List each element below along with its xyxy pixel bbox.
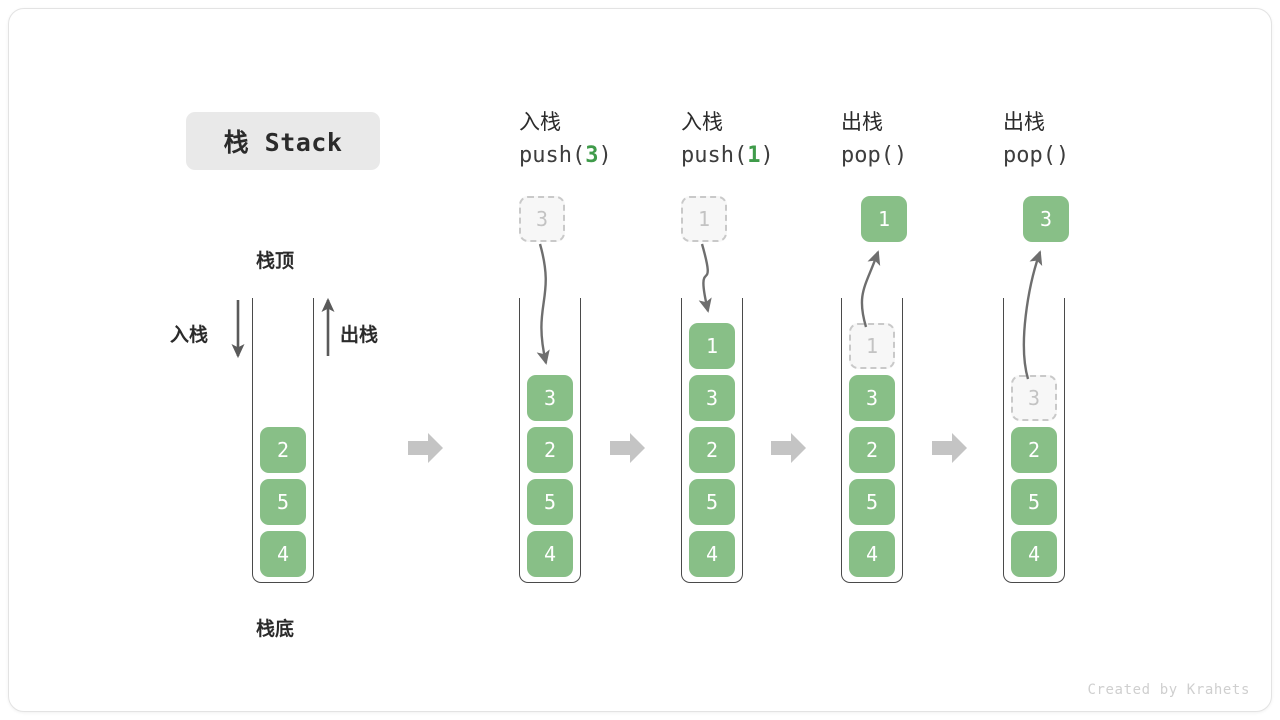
stack-block: 3 — [689, 375, 735, 421]
stack-pop-3 — [1003, 298, 1065, 583]
popped-block-pop-3: 3 — [1023, 196, 1069, 242]
stack-block: 2 — [527, 427, 573, 473]
stack-block: 4 — [849, 531, 895, 577]
label-pop-side: 出栈 — [340, 324, 379, 346]
watermark: Created by Krahets — [1087, 682, 1250, 698]
label-stack-top: 栈顶 — [256, 250, 295, 272]
step-header-cn: 入栈 — [681, 110, 723, 134]
step-header-pop-3: 出栈 pop() — [1003, 107, 1069, 172]
stack-block: 4 — [689, 531, 735, 577]
stack-push-1 — [681, 298, 743, 583]
stack-initial — [252, 298, 314, 583]
step-header-pop-1: 出栈 pop() — [841, 107, 907, 172]
step-header-arg: 3 — [585, 142, 599, 168]
stack-block: 5 — [1011, 479, 1057, 525]
step-header-code: pop() — [841, 142, 908, 168]
label-push-side: 入栈 — [170, 324, 209, 346]
stack-block: 2 — [260, 427, 306, 473]
incoming-block-push-1: 1 — [681, 196, 727, 242]
stack-pop-1 — [841, 298, 903, 583]
stack-block: 2 — [1011, 427, 1057, 473]
stack-block: 2 — [689, 427, 735, 473]
step-header-cn: 入栈 — [519, 110, 561, 134]
step-header-push-1: 入栈 push(1) — [681, 107, 774, 172]
stack-block: 2 — [849, 427, 895, 473]
popped-block-pop-1: 1 — [861, 196, 907, 242]
step-header-arg: 1 — [747, 142, 761, 168]
stack-block: 4 — [527, 531, 573, 577]
stack-block: 4 — [1011, 531, 1057, 577]
stack-block: 4 — [260, 531, 306, 577]
step-header-code: pop() — [1003, 142, 1070, 168]
stack-block: 5 — [527, 479, 573, 525]
step-header-push-3: 入栈 push(3) — [519, 107, 612, 172]
stack-block: 1 — [689, 323, 735, 369]
step-header-code: push(1) — [681, 142, 774, 168]
stack-block: 5 — [689, 479, 735, 525]
stack-block: 3 — [527, 375, 573, 421]
step-header-cn: 出栈 — [841, 110, 883, 134]
stack-block-ghost: 1 — [849, 323, 895, 369]
stack-block: 5 — [849, 479, 895, 525]
stack-block: 5 — [260, 479, 306, 525]
step-header-code: push(3) — [519, 142, 612, 168]
stack-block-ghost: 3 — [1011, 375, 1057, 421]
incoming-block-push-3: 3 — [519, 196, 565, 242]
stack-push-3 — [519, 298, 581, 583]
diagram-title: 栈 Stack — [186, 112, 380, 170]
stack-block: 3 — [849, 375, 895, 421]
label-stack-bottom: 栈底 — [256, 618, 295, 640]
step-header-cn: 出栈 — [1003, 110, 1045, 134]
